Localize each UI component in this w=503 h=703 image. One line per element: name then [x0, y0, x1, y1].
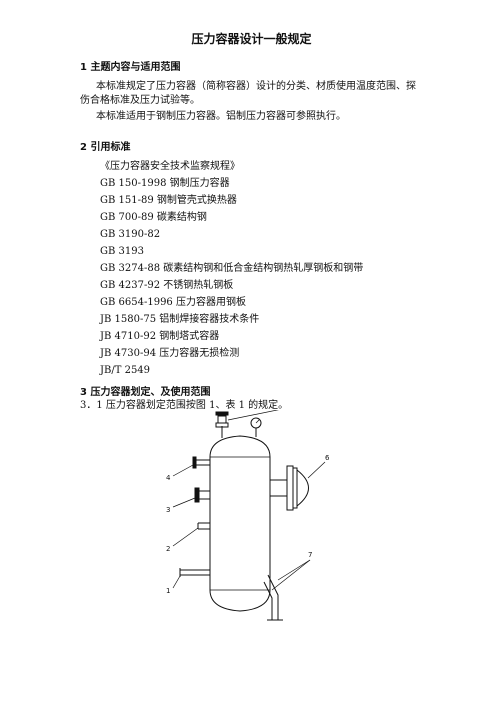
callout-label-2: 2	[166, 545, 170, 553]
reference-item: 《压力容器安全技术监察规程》	[100, 161, 240, 172]
reference-item: GB 3274-88 碳素结构钢和低合金结构钢热轧厚钢板和钢带	[100, 263, 364, 274]
reference-item: GB 150-1998 钢制压力容器	[100, 178, 230, 189]
callout-label-4: 4	[166, 474, 171, 482]
reference-item: JB 4730-94 压力容器无损检测	[100, 348, 240, 359]
section-1-para-2: 本标准适用于钢制压力容器。铝制压力容器可参照执行。	[96, 111, 346, 122]
reference-item: GB 6654-1996 压力容器用钢板	[100, 297, 246, 308]
drain-pipe	[180, 569, 210, 576]
callout-5-leader	[227, 410, 279, 421]
safety-valve-body	[217, 415, 227, 423]
callout-3-leader	[172, 497, 196, 508]
reference-item: JB 1580-75 铝制焊接容器技术条件	[100, 314, 260, 325]
section-2-heading: 2 引用标准	[80, 142, 131, 153]
nozzle-3-flange	[194, 487, 200, 503]
manhole-cover	[296, 469, 309, 507]
document-title: 压力容器设计一般规定	[191, 32, 312, 46]
pressure-vessel-figure: 1 2 3 4 5 6 7	[166, 410, 330, 621]
callout-2-leader	[172, 527, 199, 547]
callout-label-3: 3	[166, 506, 170, 514]
reference-item: GB 3190-82	[100, 229, 161, 240]
callout-label-7: 7	[308, 551, 312, 559]
callout-4-leader	[172, 464, 194, 477]
section-1-para-1-line-1: 本标准规定了压力容器（简称容器）设计的分类、材质使用温度范围、探	[96, 81, 416, 92]
callout-label-6: 6	[325, 454, 330, 462]
reference-item: GB 3193	[100, 246, 144, 257]
manhole-cover-flange	[292, 467, 298, 509]
callout-1-leader	[172, 575, 181, 589]
top-flange	[215, 422, 229, 428]
vessel-shell	[209, 435, 271, 612]
section-3-heading: 3 压力容器划定、及使用范围	[80, 387, 211, 398]
manhole-flange	[286, 465, 294, 511]
callout-label-1: 1	[166, 587, 170, 595]
gauge-needle	[255, 419, 260, 424]
reference-item: GB 151-89 钢制管壳式换热器	[100, 195, 237, 206]
reference-item: GB 700-89 碳素结构钢	[100, 212, 207, 223]
reference-item: JB/T 2549	[100, 365, 151, 376]
callout-7-leader-b	[271, 559, 311, 591]
safety-valve-cap	[215, 411, 229, 416]
reference-item: GB 4237-92 不锈钢热轧钢板	[100, 280, 234, 291]
section-1-heading: 1 主题内容与适用范围	[80, 62, 181, 73]
reference-item: JB 4710-92 钢制塔式容器	[100, 331, 220, 342]
section-3-para: 3．1 压力容器划定范围按图 1、表 1 的规定。	[80, 400, 289, 411]
callout-6-leader	[307, 461, 326, 479]
nozzle-4-flange	[192, 456, 197, 469]
pressure-gauge-icon	[250, 417, 262, 429]
support-leg	[263, 574, 279, 620]
callout-7-leader-a	[277, 559, 311, 581]
section-1-para-1-line-2: 伤合格标准及压力试验等。	[80, 95, 200, 106]
